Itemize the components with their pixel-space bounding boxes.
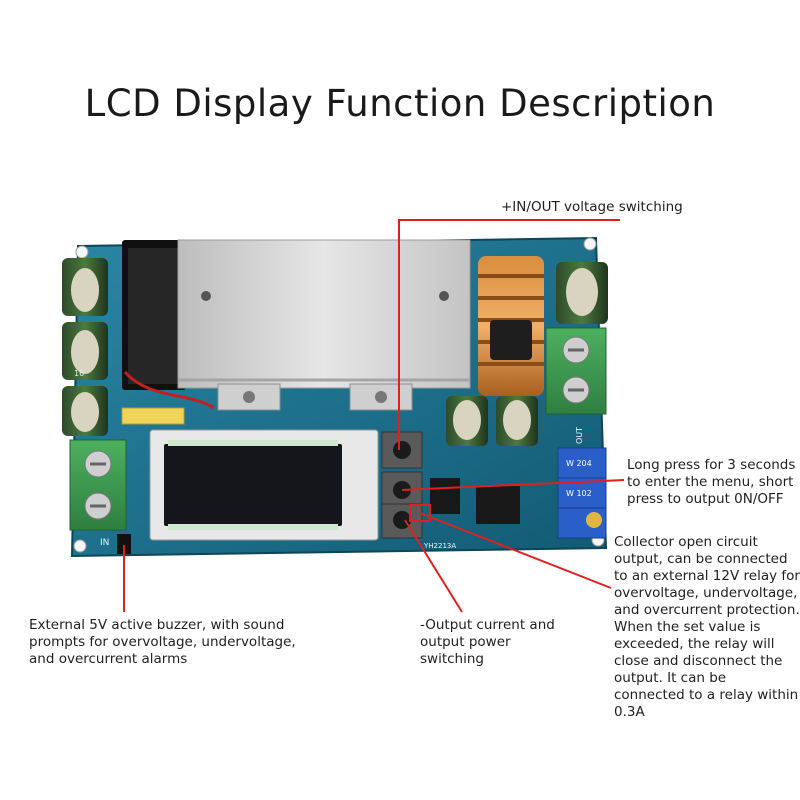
relay-output-marker [409, 504, 431, 522]
long-press-note: Long press for 3 seconds to enter the me… [627, 457, 796, 507]
fuse [121, 407, 185, 425]
push-buttons [381, 431, 423, 539]
collector-output-note: Collector open circuit output, can be co… [614, 534, 800, 720]
heatsink [177, 239, 471, 411]
ic-chip [476, 486, 520, 524]
annotation-lines [123, 219, 625, 613]
output-terminal [545, 327, 607, 415]
buzzer-note: External 5V active buzzer, with sound pr… [29, 617, 296, 667]
out-label: OUT [575, 427, 584, 444]
pot-label-2: W 102 [566, 489, 592, 498]
cooling-fan [122, 240, 186, 390]
potentiometers [557, 447, 607, 539]
right-capacitors [446, 262, 608, 446]
input-terminal [69, 439, 127, 531]
left-capacitors [62, 258, 108, 436]
capacitor-label: 16 [74, 369, 84, 378]
voltage-switch-note: +IN/OUT voltage switching [501, 199, 683, 215]
lcd-module [149, 429, 379, 541]
ic-chip [430, 478, 460, 514]
inductor-coil [478, 256, 544, 396]
buzzer-header [117, 534, 131, 554]
output-switch-note: -Output current and output power switchi… [420, 617, 555, 667]
model-label: YH2213A [423, 542, 456, 550]
page-title: LCD Display Function Description [84, 82, 716, 125]
pot-label-1: W 204 [566, 459, 592, 468]
in-label: IN [100, 538, 109, 548]
